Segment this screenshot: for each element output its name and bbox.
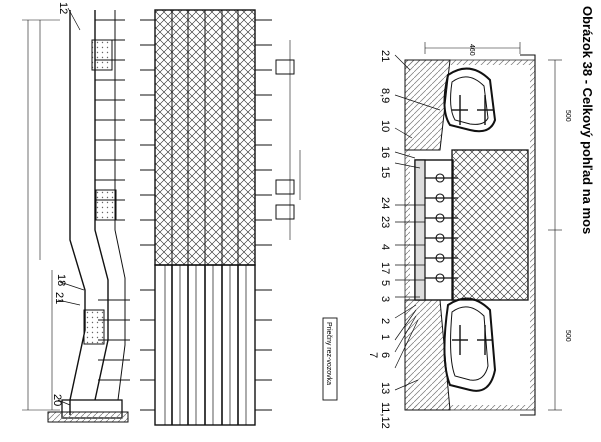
dim-460: 460 xyxy=(468,44,475,56)
part-11-12: 11,12 xyxy=(379,402,391,429)
part-21: 21 xyxy=(379,50,391,62)
part-8-9: 8,9 xyxy=(379,88,391,103)
part-4: 4 xyxy=(379,244,391,250)
label-18: 18 xyxy=(55,274,67,286)
label-21-left: 21 xyxy=(53,292,65,304)
right-section-view xyxy=(322,42,562,416)
part-6: 6 xyxy=(379,352,391,358)
dim-500-bottom: 500 xyxy=(564,330,571,342)
part-number-labels: 21 8,9 10 16 15 24 23 4 17 5 3 2 1 6 7 1… xyxy=(367,50,391,429)
part-7: 7 xyxy=(367,352,379,358)
part-3: 3 xyxy=(379,296,391,302)
part-10: 10 xyxy=(379,120,391,132)
part-5: 5 xyxy=(379,280,391,286)
part-15: 15 xyxy=(379,166,391,178)
figure-caption: Obrázok 38 - Celkový pohľad na mos xyxy=(580,6,595,234)
part-13: 13 xyxy=(379,382,391,394)
part-17: 17 xyxy=(379,262,391,274)
part-16: 16 xyxy=(379,146,391,158)
part-23: 23 xyxy=(379,216,391,228)
part-2: 2 xyxy=(379,318,391,324)
dim-500-top: 500 xyxy=(564,110,571,122)
label-12: 12 xyxy=(57,2,69,14)
center-plan-view xyxy=(140,9,301,426)
part-24: 24 xyxy=(379,197,391,209)
part-1: 1 xyxy=(379,334,391,340)
section-label: Priečny rez-vozovka xyxy=(325,322,332,385)
left-elevation-view xyxy=(22,7,130,423)
label-20: 20 xyxy=(51,394,63,406)
